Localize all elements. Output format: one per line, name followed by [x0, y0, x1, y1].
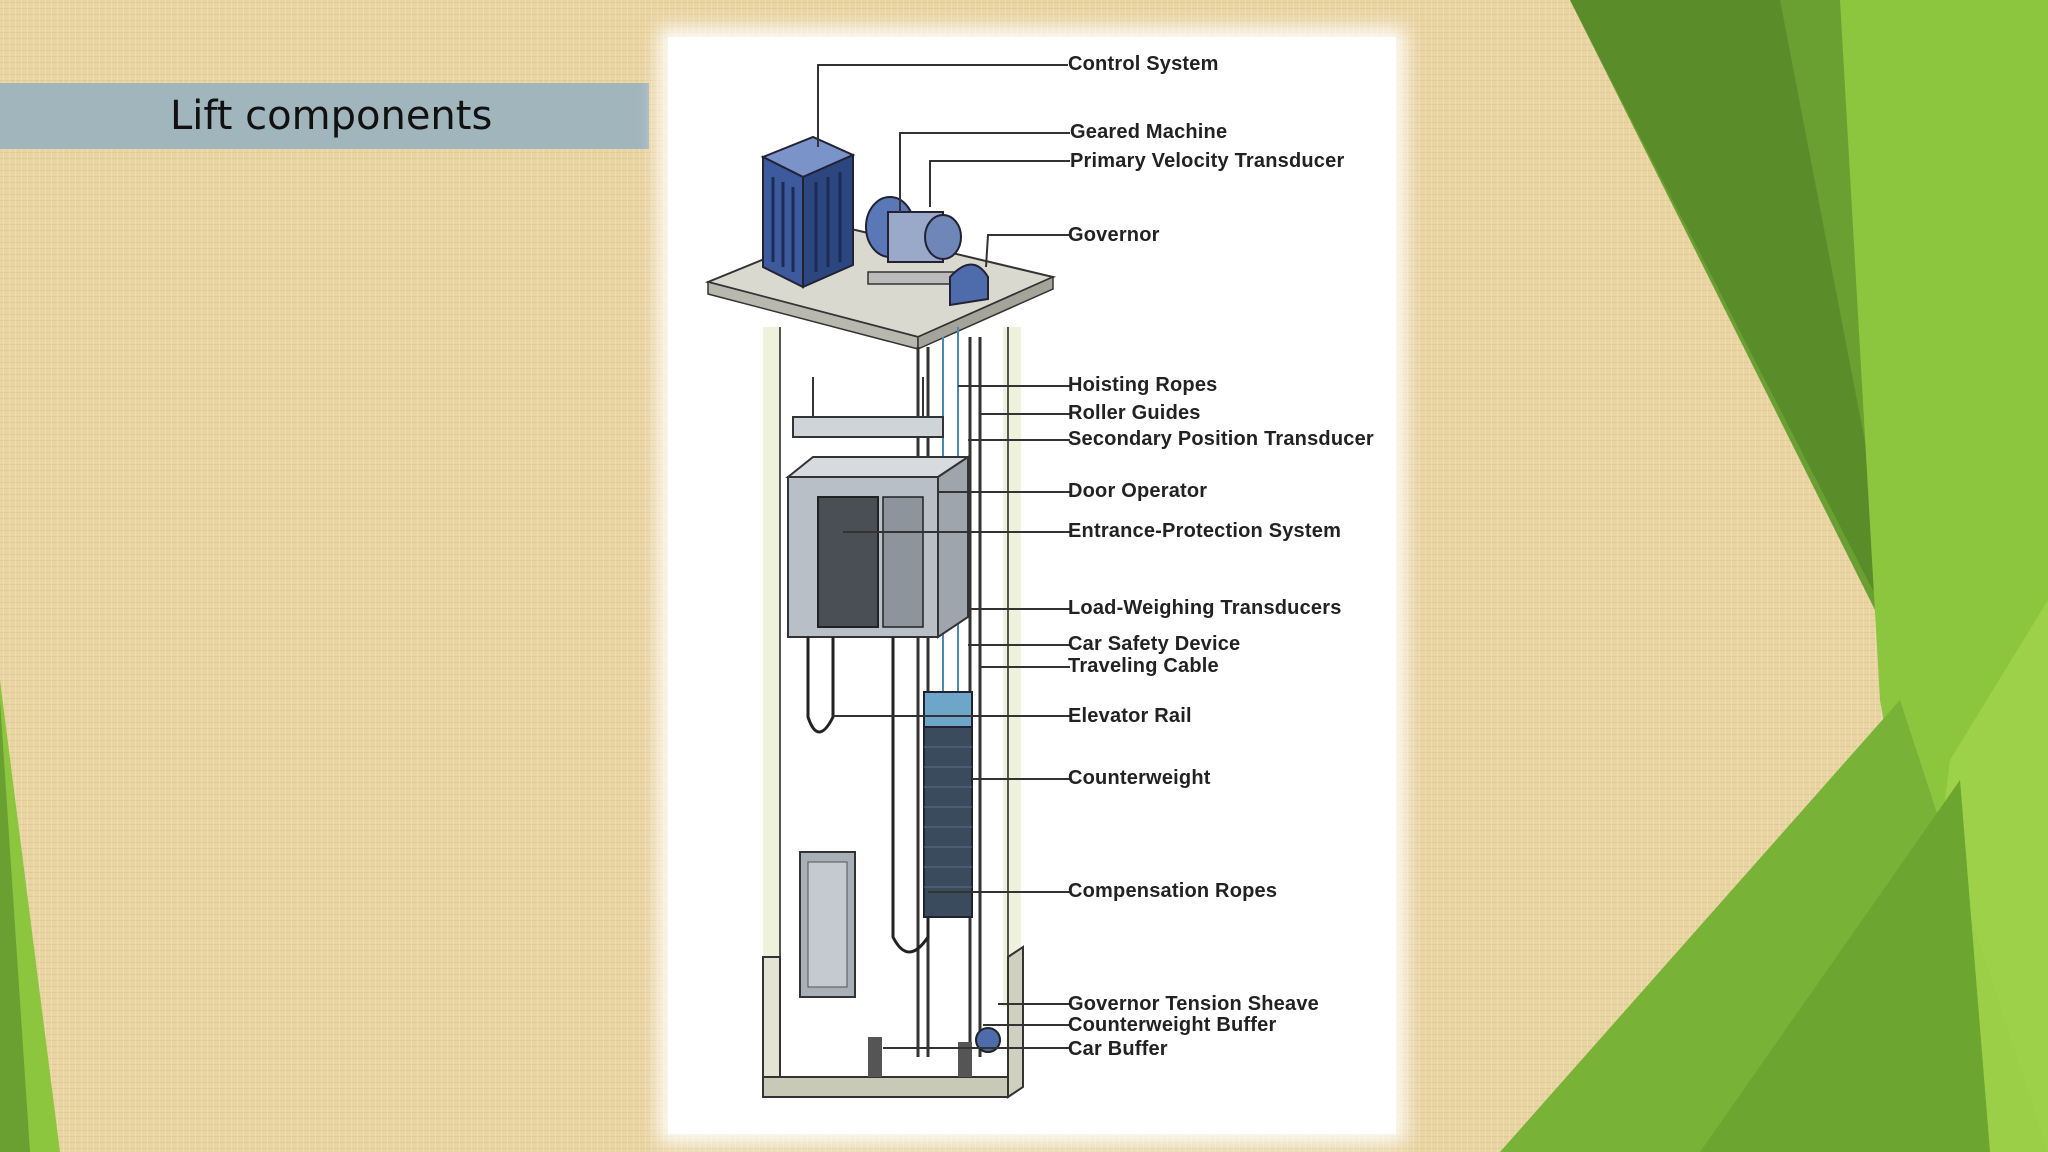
label-entrance-protection-system: Entrance-Protection System	[1068, 520, 1342, 542]
traveling-cable	[806, 637, 835, 734]
label-control-system: Control System	[1068, 53, 1219, 75]
label-governor-tension-sheave: Governor Tension Sheave	[1068, 993, 1319, 1015]
label-elevator-rail: Elevator Rail	[1068, 705, 1192, 727]
label-traveling-cable: Traveling Cable	[1068, 655, 1219, 677]
control-system-cabinet	[760, 135, 856, 289]
landing-door	[799, 851, 856, 998]
label-hoisting-ropes: Hoisting Ropes	[1068, 374, 1218, 396]
label-geared-machine: Geared Machine	[1070, 121, 1228, 143]
geared-machine	[865, 196, 979, 285]
car-frame	[792, 377, 944, 438]
label-secondary-position-transducer: Secondary Position Transducer	[1068, 428, 1374, 450]
governor	[949, 263, 989, 307]
label-counterweight: Counterweight	[1068, 767, 1211, 789]
counterweight	[923, 691, 973, 918]
label-roller-guides: Roller Guides	[1068, 402, 1201, 424]
label-car-safety-device: Car Safety Device	[1068, 633, 1241, 655]
leader-lines	[817, 64, 1070, 1049]
elevator-car	[785, 455, 972, 639]
label-counterweight-buffer: Counterweight Buffer	[1068, 1014, 1277, 1036]
elevator-diagram	[704, 64, 1070, 1099]
elevator-pit	[762, 945, 1024, 1099]
label-governor: Governor	[1068, 224, 1160, 246]
label-load-weighing-transducers: Load-Weighing Transducers	[1068, 597, 1342, 619]
label-car-buffer: Car Buffer	[1068, 1038, 1168, 1060]
compensation-ropes	[891, 637, 930, 954]
label-compensation-ropes: Compensation Ropes	[1068, 880, 1278, 902]
label-primary-velocity-transducer: Primary Velocity Transducer	[1070, 150, 1345, 172]
slide-title: Lift components	[170, 93, 493, 139]
title-bar	[0, 83, 649, 149]
label-door-operator: Door Operator	[1068, 480, 1208, 502]
